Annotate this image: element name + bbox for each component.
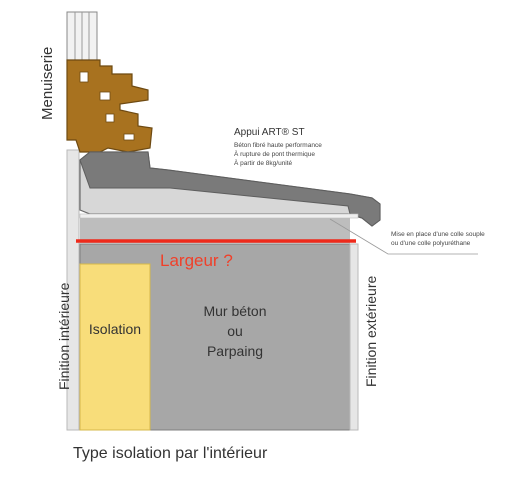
appui-line-2: À rupture de pont thermique: [234, 149, 315, 158]
interior-finish-panel: [66, 149, 80, 431]
caption: Type isolation par l'intérieur: [73, 445, 268, 462]
glue-layer: [79, 213, 359, 219]
exterior-finish-panel: [349, 243, 359, 431]
appui-line-3: À partir de 8kg/unité: [234, 158, 293, 167]
exterior-finish-label: Finition extérieure: [363, 276, 379, 387]
wall-label-line-2: ou: [227, 323, 243, 339]
wall-label-line-1: Mur béton: [203, 303, 266, 319]
appui-title: Appui ART® ST: [234, 127, 305, 138]
glue-leader-line: [329, 218, 478, 255]
wall-label-line-3: Parpaing: [207, 343, 263, 359]
interior-finish-label: Finition intérieure: [56, 282, 72, 390]
largeur-label: Largeur ?: [160, 251, 233, 270]
window-frame: [66, 11, 153, 153]
insulation-label: Isolation: [89, 321, 141, 337]
menuiserie-label: Menuiserie: [39, 47, 56, 120]
glue-line-2: ou d'une colle polyuréthane: [391, 240, 471, 247]
glue-line-1: Mise en place d'une colle souple: [391, 231, 485, 238]
insulation-block: [79, 263, 151, 431]
appui-line-1: Béton fibré haute performance: [234, 142, 322, 149]
